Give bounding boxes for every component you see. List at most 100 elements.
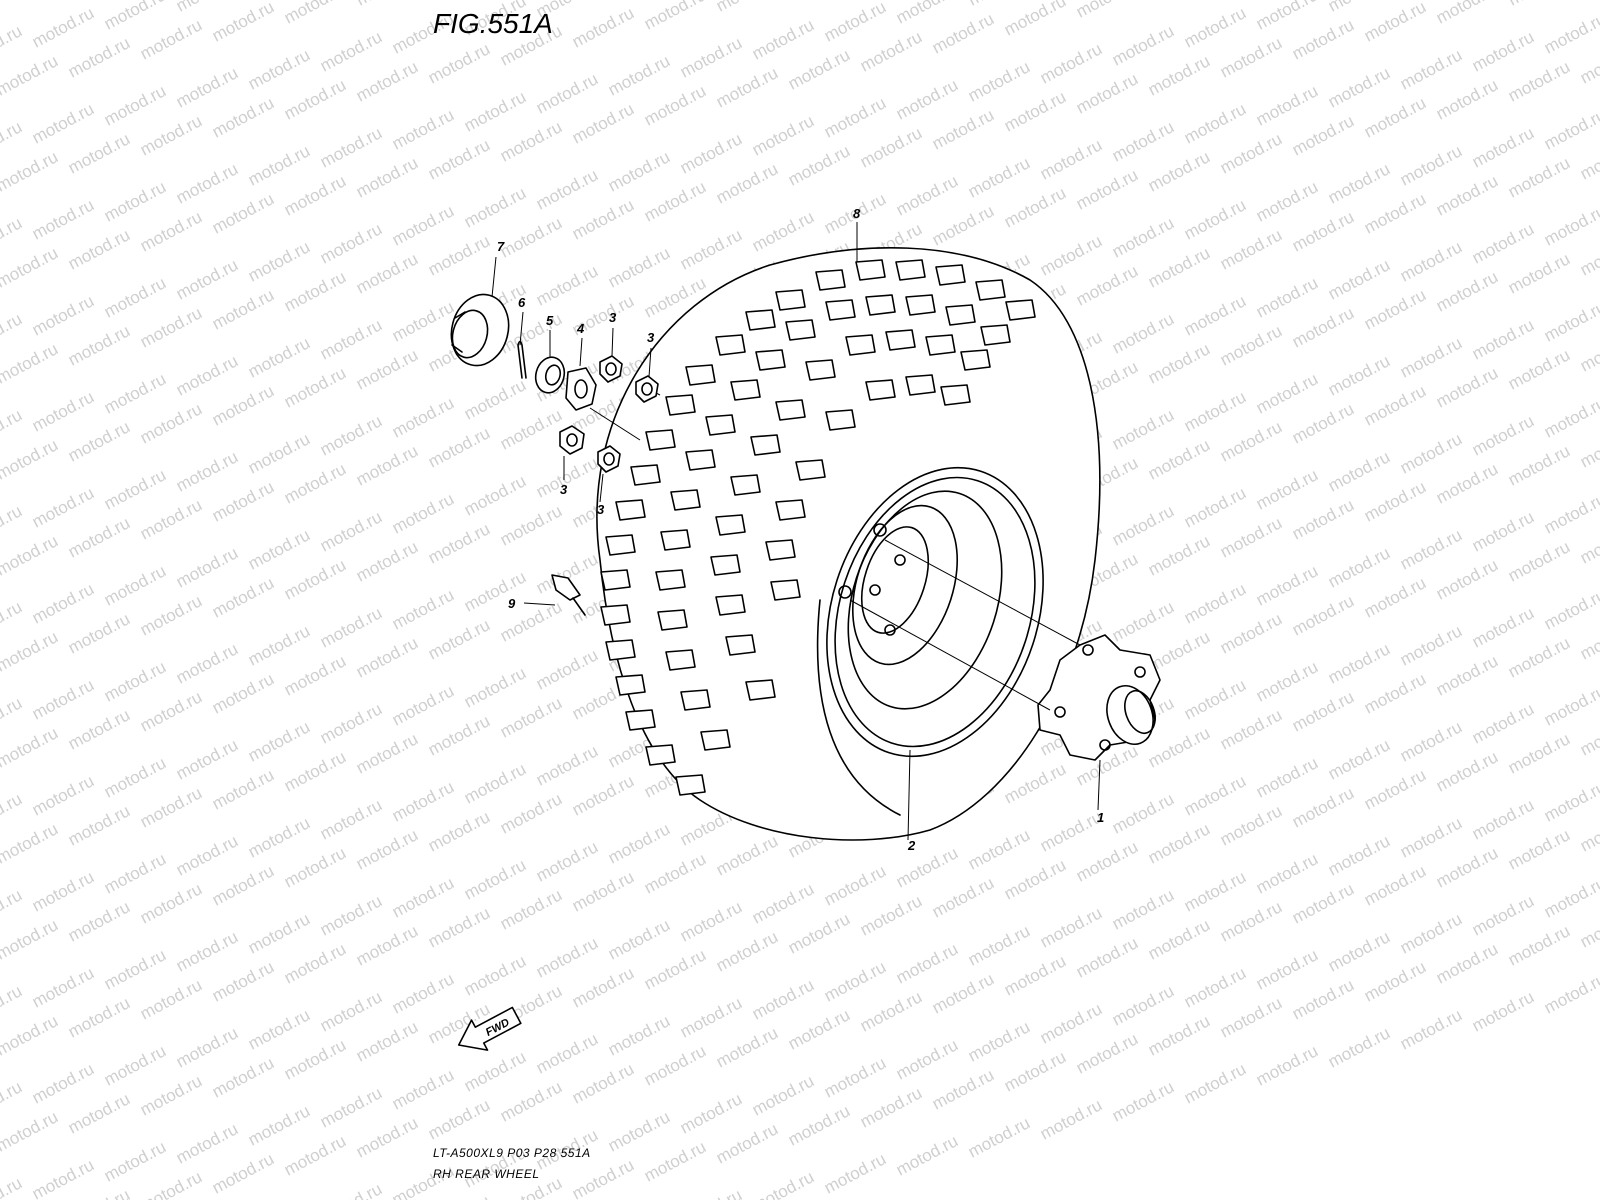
watermark-text: motod.ru	[209, 0, 277, 46]
watermark-text: motod.ru	[1505, 249, 1573, 297]
watermark-text: motod.ru	[497, 1077, 565, 1125]
watermark-text: motod.ru	[353, 729, 421, 777]
hub-cap	[450, 293, 510, 367]
watermark-text: motod.ru	[821, 0, 889, 46]
watermark-text: motod.ru	[173, 831, 241, 879]
watermark-text: motod.ru	[173, 543, 241, 591]
watermark-text: motod.ru	[1469, 411, 1537, 459]
watermark-text: motod.ru	[1361, 0, 1429, 46]
watermark-text: motod.ru	[605, 0, 673, 4]
watermark-text: motod.ru	[857, 123, 925, 171]
watermark-text: motod.ru	[965, 153, 1033, 201]
watermark-text: motod.ru	[209, 765, 277, 813]
watermark-text: motod.ru	[461, 951, 529, 999]
figure-caption: RH REAR WHEEL	[433, 1167, 540, 1181]
watermark-text: motod.ru	[533, 933, 601, 981]
watermark-text: motod.ru	[1325, 639, 1393, 687]
watermark-text: motod.ru	[173, 639, 241, 687]
watermark-text: motod.ru	[677, 33, 745, 81]
watermark-text: motod.ru	[821, 957, 889, 1005]
castle-nut	[534, 356, 566, 394]
watermark-text: motod.ru	[1361, 381, 1429, 429]
watermark-text: motod.ru	[1397, 909, 1465, 957]
callout-2: 2	[907, 838, 916, 853]
watermark-text: motod.ru	[533, 261, 601, 309]
watermark-text: motod.ru	[1289, 591, 1357, 639]
tread-block	[940, 384, 971, 406]
watermark-text: motod.ru	[569, 1155, 637, 1200]
tread-block	[1005, 299, 1036, 321]
watermark-text: motod.ru	[785, 909, 853, 957]
watermark-text: motod.ru	[137, 1071, 205, 1119]
watermark-text: motod.ru	[209, 1149, 277, 1197]
watermark-text: motod.ru	[893, 0, 961, 28]
watermark-text: motod.ru	[65, 1185, 133, 1200]
tread-block	[680, 689, 711, 711]
tread-block	[730, 379, 761, 401]
tread-block	[775, 499, 806, 521]
tread-block	[700, 729, 731, 751]
watermark-text: motod.ru	[533, 165, 601, 213]
watermark-text: motod.ru	[677, 129, 745, 177]
watermark-text: motod.ru	[569, 195, 637, 243]
watermark-text: motod.ru	[1073, 69, 1141, 117]
watermark-text: motod.ru	[1541, 201, 1600, 249]
watermark-text: motod.ru	[497, 213, 565, 261]
tread-block	[730, 474, 761, 496]
watermark-text: motod.ru	[0, 405, 25, 453]
tread-block	[625, 709, 656, 731]
tire-valve	[551, 574, 586, 616]
model-code: LT-A500XL9 P03 P28 551A	[433, 1146, 591, 1160]
watermark-text: motod.ru	[101, 1137, 169, 1185]
watermark-text: motod.ru	[1217, 321, 1285, 369]
watermark-text: motod.ru	[65, 1089, 133, 1137]
watermark-text: motod.ru	[929, 9, 997, 57]
watermark-text: motod.ru	[209, 1053, 277, 1101]
watermark-text: motod.ru	[569, 3, 637, 51]
watermark-text: motod.ru	[461, 471, 529, 519]
watermark-text: motod.ru	[461, 567, 529, 615]
watermark-text: motod.ru	[1289, 975, 1357, 1023]
watermark-text: motod.ru	[173, 255, 241, 303]
watermark-text: motod.ru	[425, 615, 493, 663]
watermark-text: motod.ru	[0, 1173, 25, 1200]
tread-block	[745, 679, 776, 701]
watermark-text: motod.ru	[497, 501, 565, 549]
watermark-text: motod.ru	[281, 555, 349, 603]
watermark-text: motod.ru	[1433, 651, 1501, 699]
watermark-text: motod.ru	[173, 159, 241, 207]
watermark-text: motod.ru	[893, 843, 961, 891]
watermark-text: motod.ru	[65, 33, 133, 81]
watermark-text: motod.ru	[1109, 597, 1177, 645]
watermark-text: motod.ru	[605, 243, 673, 291]
tread-block	[815, 269, 846, 291]
watermark-text: motod.ru	[1253, 81, 1321, 129]
watermark-text: motod.ru	[533, 837, 601, 885]
watermark-text: motod.ru	[0, 1077, 25, 1125]
watermark-text: motod.ru	[461, 375, 529, 423]
watermark-text: motod.ru	[1397, 1005, 1465, 1053]
watermark-text: motod.ru	[785, 1005, 853, 1053]
watermark-text: motod.ru	[1289, 303, 1357, 351]
watermark-text: motod.ru	[857, 987, 925, 1035]
watermark-text: motod.ru	[641, 945, 709, 993]
watermark-text: motod.ru	[1181, 579, 1249, 627]
watermark-text: motod.ru	[1577, 231, 1600, 279]
watermark-text: motod.ru	[353, 345, 421, 393]
watermark-text: motod.ru	[29, 195, 97, 243]
watermark-text: motod.ru	[1433, 459, 1501, 507]
watermark-text: motod.ru	[29, 3, 97, 51]
watermark-text: motod.ru	[1037, 999, 1105, 1047]
watermark-text: motod.ru	[1397, 237, 1465, 285]
tread-block	[600, 604, 631, 626]
watermark-text: motod.ru	[389, 585, 457, 633]
tread-block	[805, 359, 836, 381]
watermark-text: motod.ru	[1073, 837, 1141, 885]
watermark-text: motod.ru	[317, 891, 385, 939]
watermark-text: motod.ru	[245, 429, 313, 477]
watermark-text: motod.ru	[425, 423, 493, 471]
watermark-text: motod.ru	[245, 717, 313, 765]
tread-block	[605, 534, 636, 556]
tread-block	[865, 379, 896, 401]
watermark-text: motod.ru	[821, 93, 889, 141]
